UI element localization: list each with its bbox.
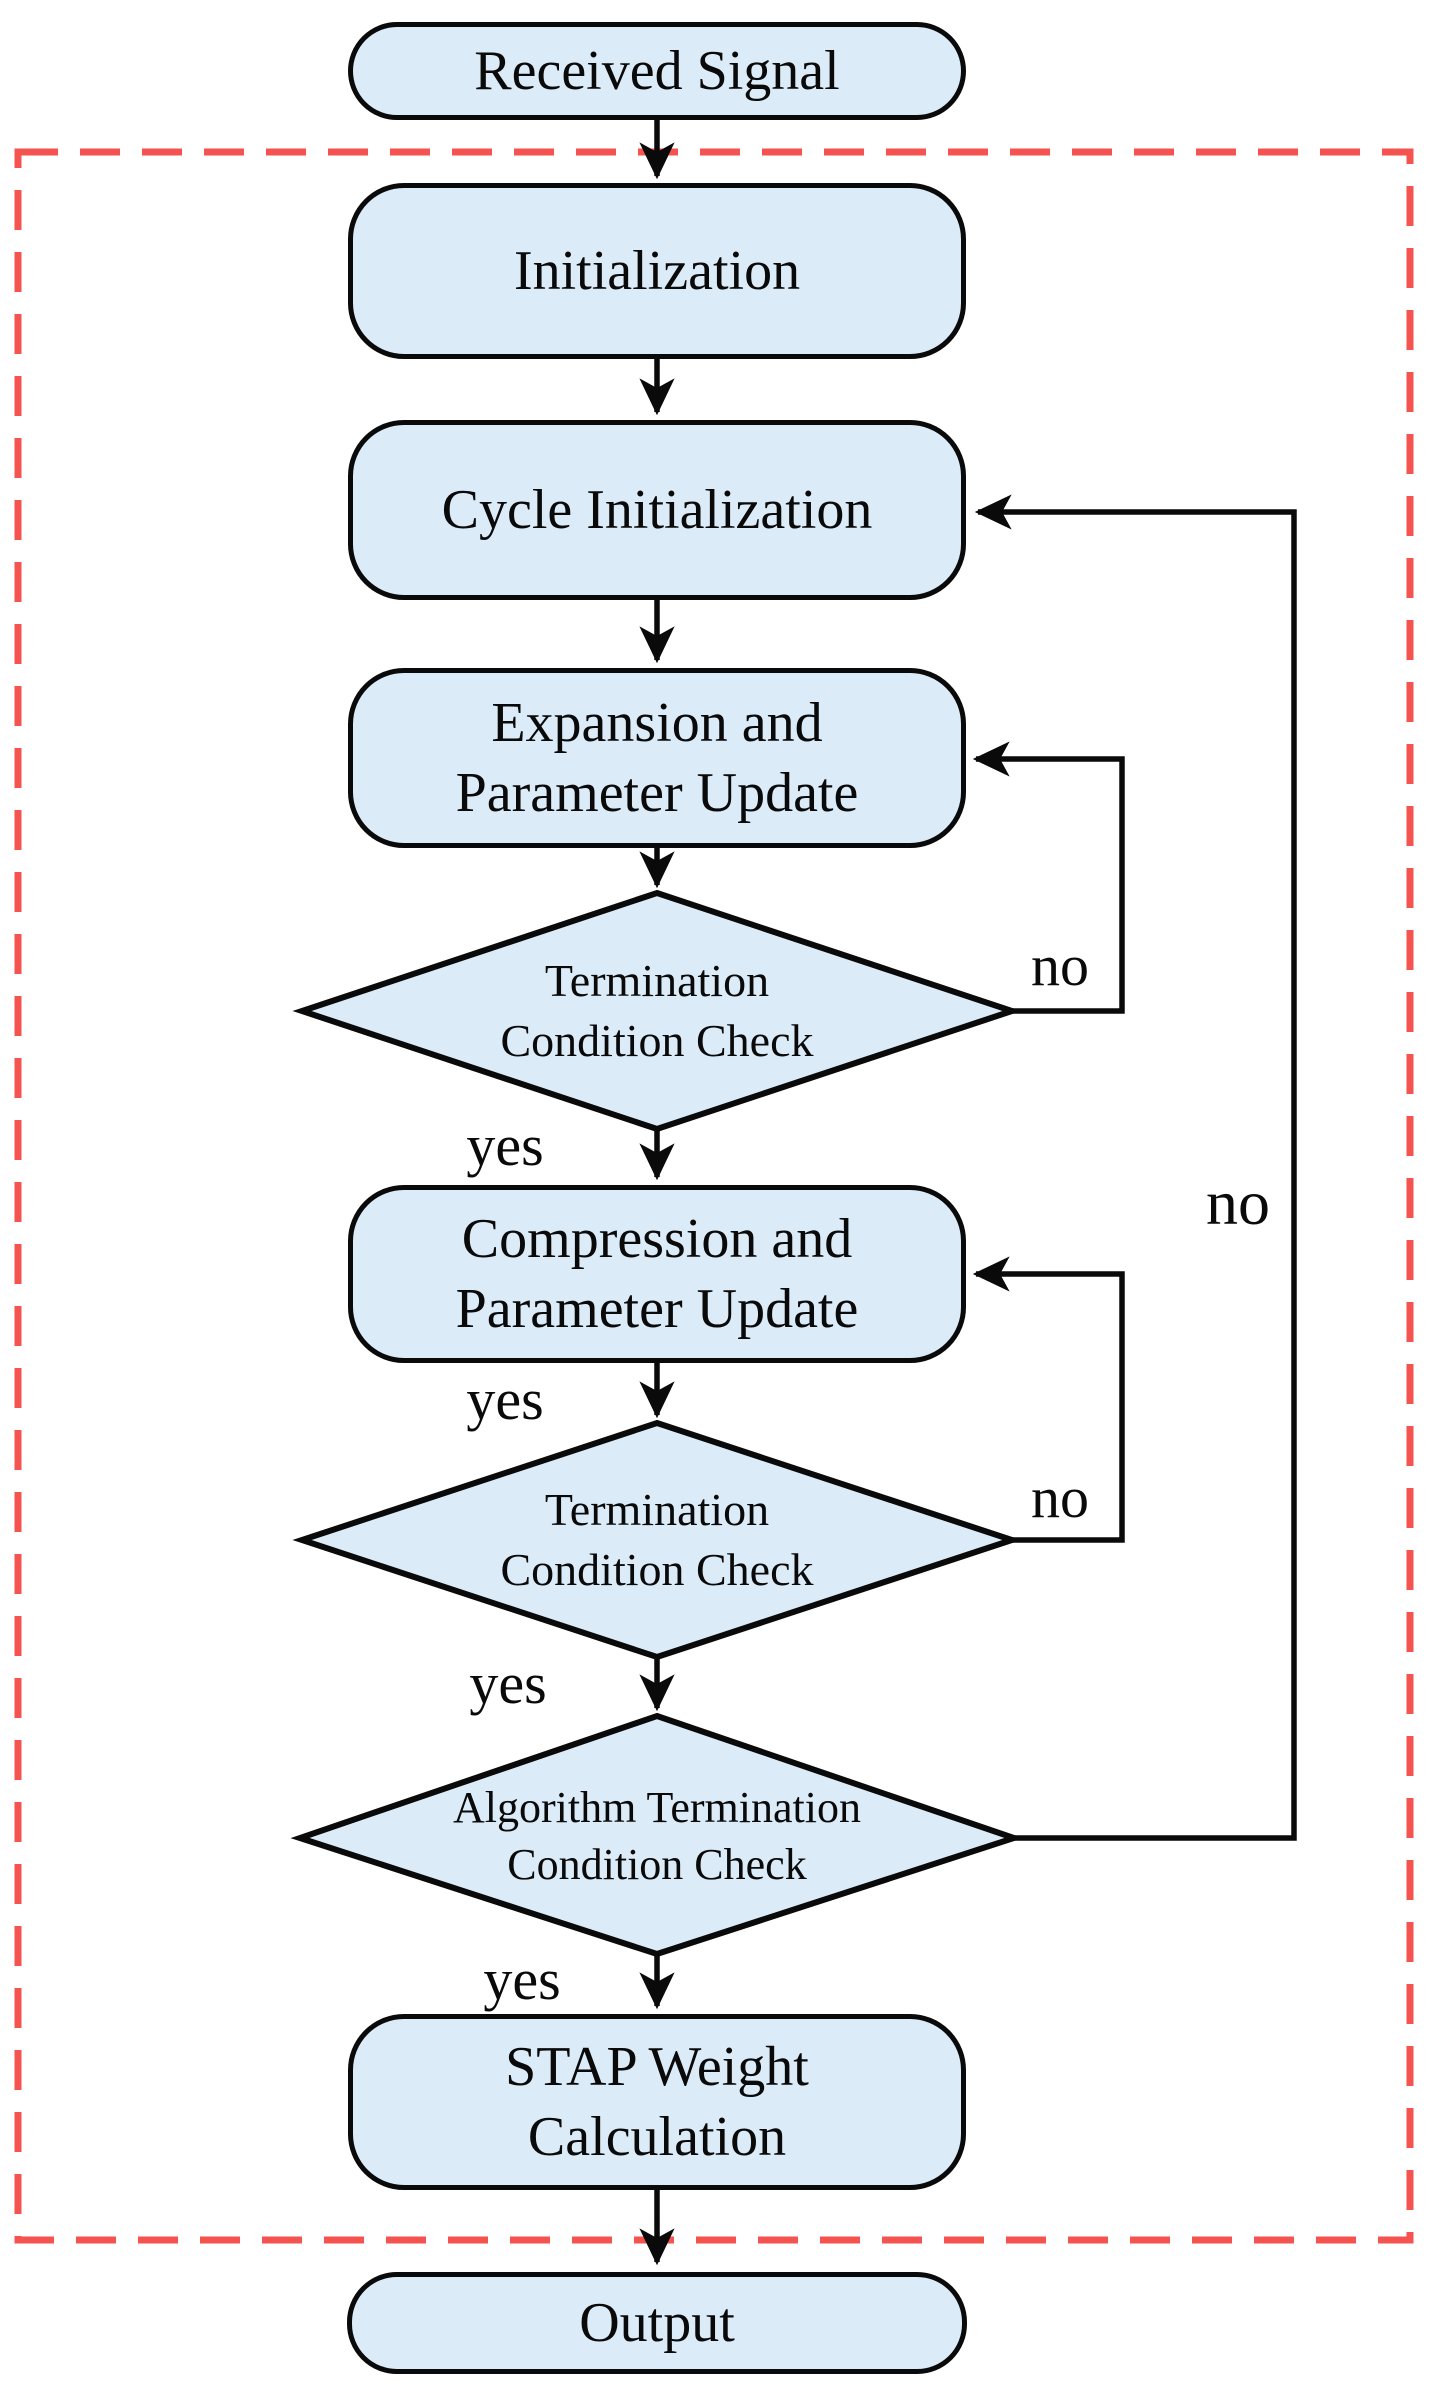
node-output-label: Output	[579, 2292, 735, 2354]
decision-algorithm-termination-check-label: Algorithm Termination Condition Check	[453, 1782, 861, 1889]
decision-termination-check-2-shape	[292, 1419, 1022, 1661]
decision-algorithm-termination-check-shape	[290, 1712, 1024, 1958]
edge-label-yes-4: yes	[483, 1947, 561, 2012]
node-output: Output	[347, 2272, 967, 2374]
node-cycle-initialization: Cycle Initialization	[348, 420, 966, 600]
node-cycle-initialization-label: Cycle Initialization	[441, 479, 873, 541]
decision-termination-check-1-label: Termination Condition Check	[500, 955, 814, 1066]
node-stap-weight-calculation-label: STAP Weight Calculation	[505, 2036, 809, 2168]
edge-label-yes-2: yes	[466, 1367, 544, 1432]
edge-label-no-1: no	[1031, 933, 1089, 998]
node-expansion: Expansion and Parameter Update	[348, 668, 966, 848]
edge-label-no-2: no	[1031, 1465, 1089, 1530]
edge-label-yes-3: yes	[469, 1651, 547, 1716]
node-received-signal-label: Received Signal	[474, 40, 840, 102]
edge-label-yes-1: yes	[466, 1113, 544, 1178]
node-received-signal: Received Signal	[348, 22, 966, 120]
edge-label-no-3: no	[1206, 1167, 1270, 1238]
node-stap-weight-calculation: STAP Weight Calculation	[348, 2014, 966, 2190]
node-expansion-label: Expansion and Parameter Update	[455, 692, 859, 824]
edge-check1-no-loop	[972, 741, 1125, 1014]
edge-algorithm-check-no-loop	[974, 494, 1297, 1841]
node-initialization-label: Initialization	[513, 240, 801, 302]
decision-termination-check-1-shape	[292, 889, 1022, 1133]
decision-termination-check-2-label: Termination Condition Check	[500, 1484, 814, 1595]
node-compression-label: Compression and Parameter Update	[455, 1208, 859, 1340]
node-compression: Compression and Parameter Update	[348, 1185, 966, 1363]
node-initialization: Initialization	[348, 183, 966, 359]
algorithm-boundary-box	[14, 148, 1414, 2244]
edge-check2-no-loop	[972, 1256, 1125, 1543]
